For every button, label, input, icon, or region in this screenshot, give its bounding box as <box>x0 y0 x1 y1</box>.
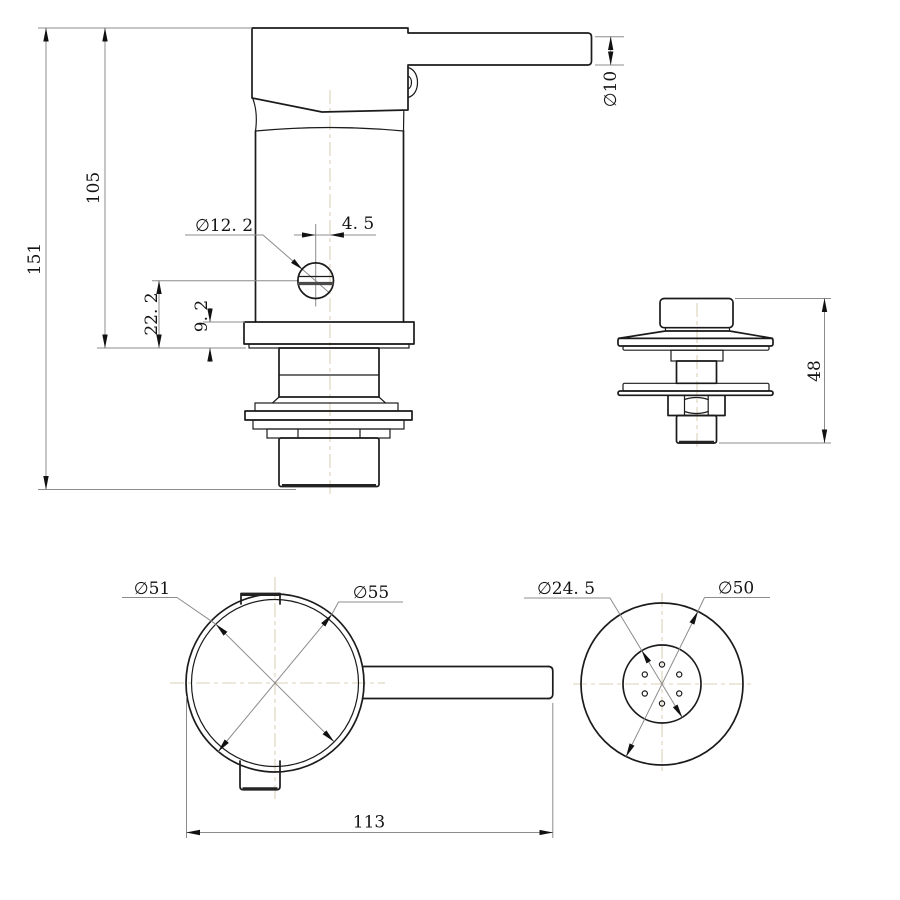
screw-leader-arrow <box>291 259 303 270</box>
dim-text-51: ∅51 <box>134 579 170 599</box>
dim-text-9-2: 9. 2 <box>192 300 212 332</box>
dim-text-113: 113 <box>353 813 385 833</box>
handle-cap-outline <box>251 27 593 113</box>
side-nut-chamfer-top <box>683 396 709 401</box>
hole-upper-left <box>641 671 649 678</box>
base-plate-1 <box>254 402 399 412</box>
side-plate-3 <box>622 382 770 392</box>
top-inner-circle <box>190 598 360 768</box>
hole-lower-left <box>641 690 649 697</box>
dim-text-55: ∅55 <box>353 583 389 603</box>
dim-text-12-2: ∅12. 2 <box>195 216 253 236</box>
flange-plate <box>243 321 415 345</box>
dim-text-24-5: ∅24. 5 <box>537 579 595 599</box>
front-stem <box>278 437 380 488</box>
dim-text-22-2: 22. 2 <box>142 292 162 335</box>
side-nut-chamfer-bottom <box>683 410 709 415</box>
screw-head <box>297 262 335 300</box>
dim-line-50 <box>625 611 699 757</box>
leader-50 <box>697 597 705 612</box>
dim-text-50: ∅50 <box>718 579 754 599</box>
side-plate-1 <box>617 337 774 347</box>
cap-set-screw-inner <box>407 75 413 90</box>
leader-24-5 <box>609 597 643 651</box>
side-cone <box>617 330 774 340</box>
dim-text-151: 151 <box>25 243 45 275</box>
dim-line-55 <box>217 614 333 752</box>
top-lever-end <box>548 665 554 700</box>
base-plate-2 <box>244 410 413 421</box>
front-view: 151 105 22. 2 9. 2 ∅12. 2 4. 5 ∅10 <box>25 27 624 497</box>
top-view: ∅51 ∅55 113 <box>122 577 554 838</box>
dim-text-10: ∅10 <box>601 71 621 107</box>
side-view: 48 <box>617 297 831 450</box>
body-top-arc <box>254 126 405 132</box>
dim-text-4-5: 4. 5 <box>342 214 374 234</box>
hole-upper-right <box>676 671 683 678</box>
bottom-outer-circle <box>580 602 744 766</box>
hole-lower-right <box>676 690 683 697</box>
taper-left <box>271 396 280 404</box>
taper-right <box>378 396 387 404</box>
lower-neck <box>278 347 380 398</box>
bottom-view: ∅24. 5 ∅50 <box>524 579 770 774</box>
dim-text-48: 48 <box>805 360 825 382</box>
dim-text-105: 105 <box>84 172 104 204</box>
neck-left-curve <box>252 98 257 132</box>
leader-51 <box>176 597 217 625</box>
leader-55 <box>331 601 339 615</box>
cap-set-screw <box>407 66 419 99</box>
base-plate-3 <box>252 419 405 430</box>
front-hex-nut <box>266 428 391 439</box>
